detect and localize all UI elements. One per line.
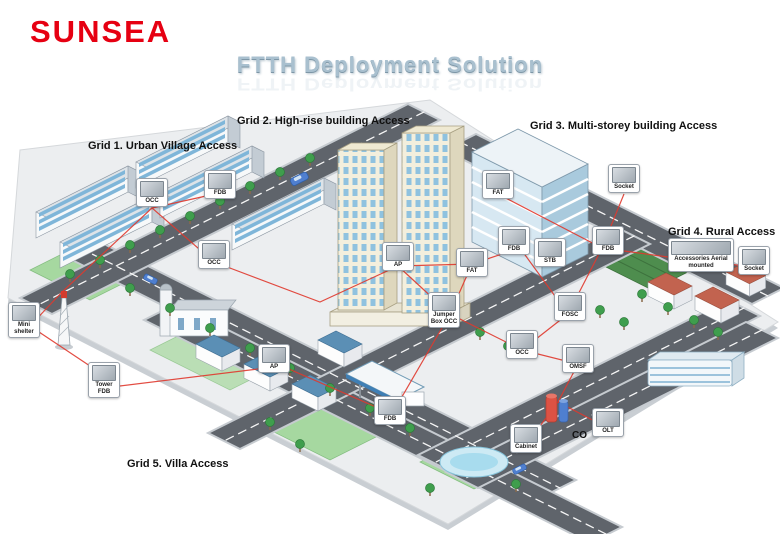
- equipment-label: AP: [269, 364, 279, 370]
- equipment-label: FDB: [213, 190, 227, 196]
- callout-aerial-accessories: Accessories Aerial mounted: [668, 238, 734, 272]
- sunsea-logo: SUNSEA: [30, 14, 172, 49]
- grid1-label: Grid 1. Urban Village Access: [88, 140, 238, 152]
- equipment-photo: [262, 347, 286, 363]
- equipment-photo: [596, 411, 620, 427]
- callout-omsf: OMSF: [562, 344, 594, 373]
- equipment-photo: [378, 399, 402, 415]
- equipment-label: Accessories Aerial mounted: [674, 256, 728, 269]
- grid4-label: Grid 4. Rural Access: [668, 226, 776, 238]
- callout-fat-1: FAT: [456, 248, 488, 277]
- equipment-label: FAT: [492, 190, 504, 196]
- callout-fdb-4: FDB: [592, 226, 624, 255]
- grid5-label: Grid 5. Villa Access: [127, 458, 229, 470]
- callout-occ-2: OCC: [198, 240, 230, 269]
- callout-cabinet: Cabinet: [510, 424, 542, 453]
- equipment-photo: [671, 241, 731, 255]
- callout-stb: STB: [534, 238, 566, 267]
- equipment-label: FDB: [507, 246, 521, 252]
- equipment-photo: [510, 333, 534, 349]
- equipment-label: FOSC: [561, 312, 579, 318]
- callout-socket-1: Socket: [608, 164, 640, 193]
- callout-fdb-1: FDB: [204, 170, 236, 199]
- equipment-photo: [386, 245, 410, 261]
- equipment-label: OCC: [207, 260, 221, 266]
- callout-occ-3: OCC: [506, 330, 538, 359]
- callout-fdb-2: FDB: [498, 226, 530, 255]
- callout-fat-2: FAT: [482, 170, 514, 199]
- equipment-label: OMSF: [569, 364, 587, 370]
- callout-socket-2: Socket: [738, 246, 770, 275]
- grid5-church: [159, 283, 237, 337]
- grid3-label: Grid 3. Multi-storey building Access: [530, 120, 718, 132]
- equipment-label: AP: [393, 262, 403, 268]
- equipment-label: FAT: [466, 268, 478, 274]
- equipment-photo: [460, 251, 484, 267]
- swimming-pool: [439, 446, 509, 478]
- callout-mini-shelter: Mini shelter: [8, 302, 40, 338]
- callout-ap-2: AP: [382, 242, 414, 271]
- equipment-photo: [140, 181, 164, 197]
- equipment-photo: [502, 229, 526, 245]
- equipment-photo: [202, 243, 226, 259]
- equipment-label: OCC: [145, 198, 159, 204]
- equipment-photo: [596, 229, 620, 245]
- equipment-photo: [538, 241, 562, 257]
- equipment-label: Socket: [744, 266, 764, 272]
- equipment-photo: [92, 365, 116, 381]
- callout-ap-1: AP: [258, 344, 290, 373]
- callout-fosc: FOSC: [554, 292, 586, 321]
- sports-hall: [646, 351, 746, 387]
- equipment-photo: [486, 173, 510, 189]
- equipment-photo: [208, 173, 232, 189]
- equipment-label: OCC: [515, 350, 529, 356]
- equipment-label: FDB: [383, 416, 397, 422]
- central-office-tanks: [545, 393, 569, 423]
- equipment-photo: [742, 249, 766, 265]
- equipment-photo: [566, 347, 590, 363]
- co-label: CO: [572, 430, 587, 441]
- equipment-label: Mini shelter: [14, 322, 34, 335]
- equipment-label: Tower FDB: [95, 382, 113, 395]
- callout-tower-fdb: Tower FDB: [88, 362, 120, 398]
- callout-fdb-3: FDB: [374, 396, 406, 425]
- callout-olt: OLT: [592, 408, 624, 437]
- equipment-photo: [612, 167, 636, 183]
- grid2-label: Grid 2. High-rise building Access: [237, 115, 410, 127]
- callout-occ-1: OCC: [136, 178, 168, 207]
- equipment-label: FDB: [601, 246, 615, 252]
- equipment-label: STB: [544, 258, 556, 264]
- equipment-photo: [432, 295, 456, 311]
- callout-jumper-box-occ: Jumper Box OCC: [428, 292, 460, 328]
- equipment-label: Socket: [614, 184, 634, 190]
- equipment-photo: [12, 305, 36, 321]
- equipment-photo: [558, 295, 582, 311]
- equipment-photo: [514, 427, 538, 443]
- equipment-label: Cabinet: [514, 444, 537, 450]
- equipment-label: OLT: [602, 428, 614, 434]
- equipment-label: Jumper Box OCC: [430, 312, 458, 325]
